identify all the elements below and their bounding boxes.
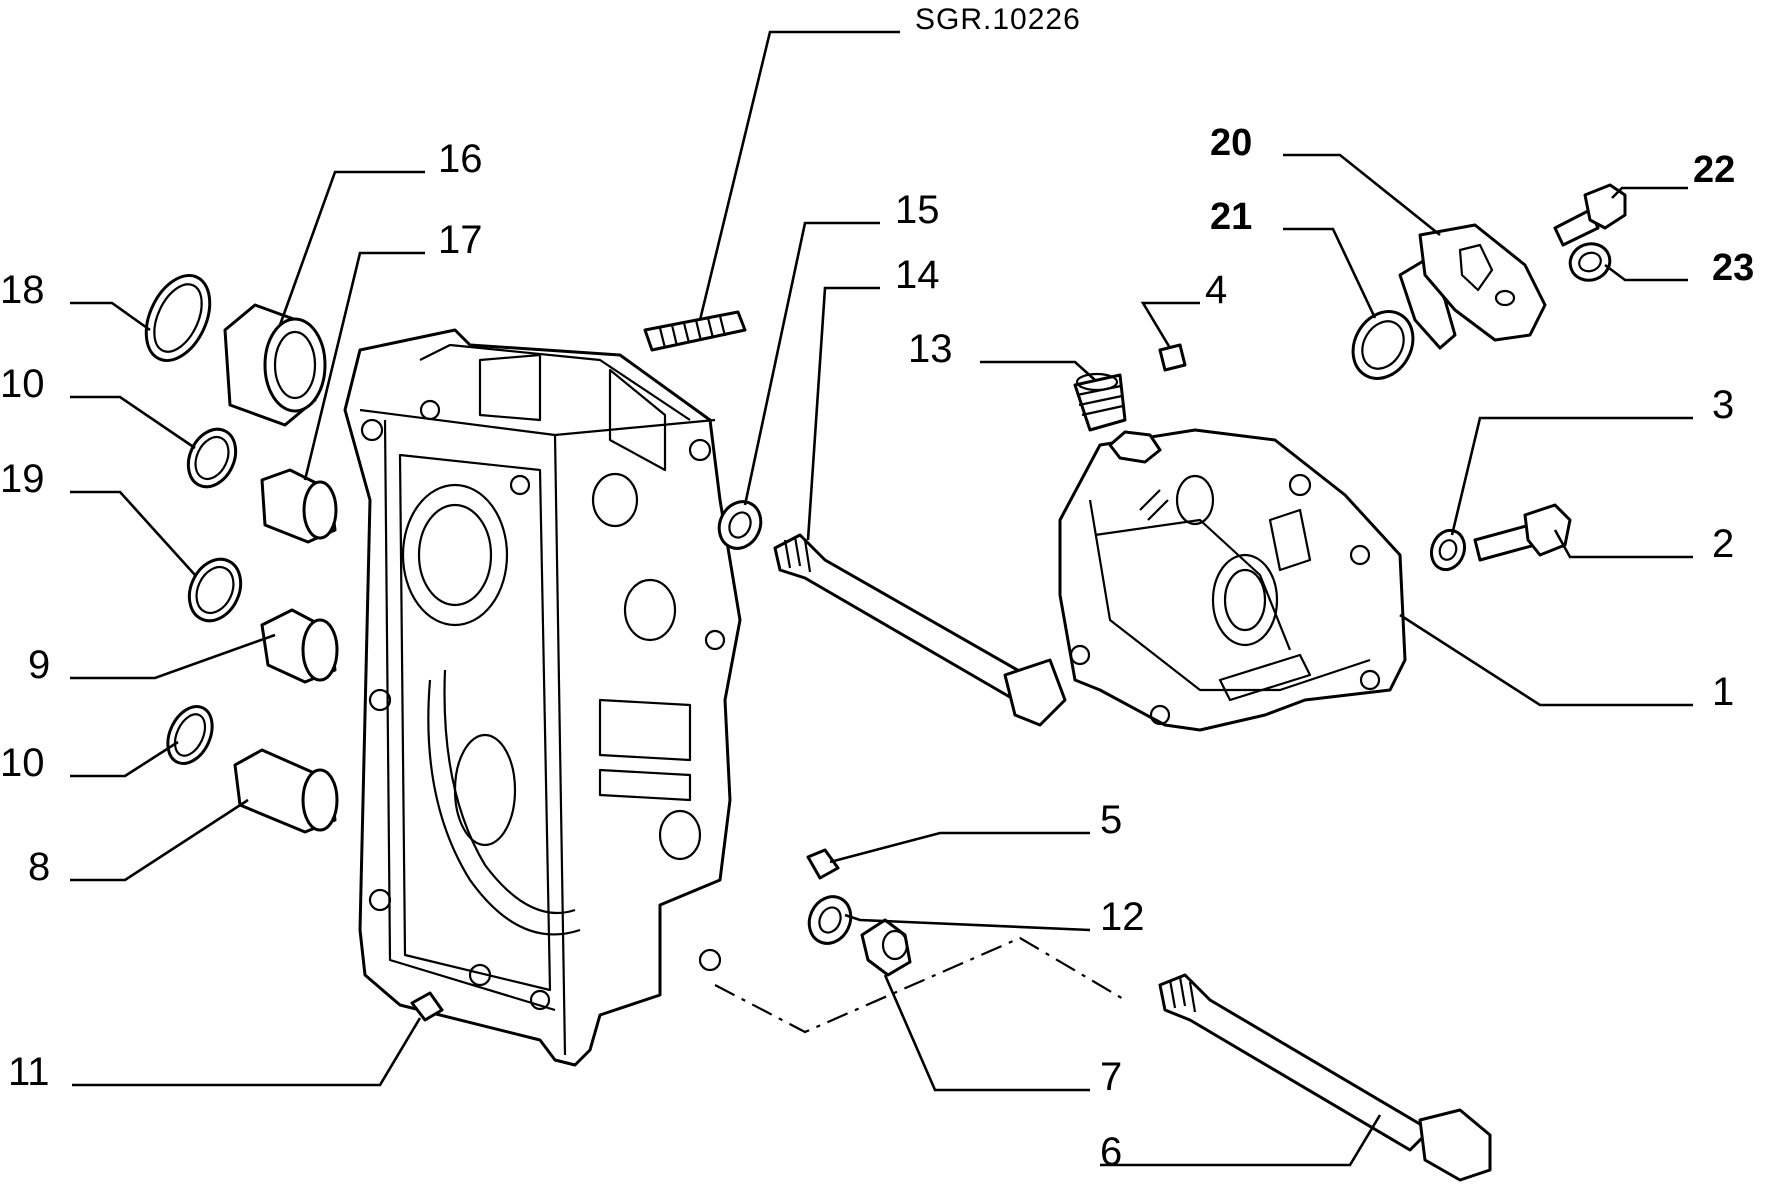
callout-8: 8 [28, 845, 50, 889]
o-ring-21 [1351, 310, 1415, 380]
washer-15 [717, 500, 763, 550]
callout-15: 15 [895, 188, 940, 232]
cover-1 [1058, 428, 1407, 732]
callout-22: 22 [1693, 149, 1735, 191]
callout-9: 9 [28, 643, 50, 687]
sleeve-8 [233, 748, 339, 834]
stud-sgr [643, 310, 747, 352]
bushing-16 [223, 303, 327, 427]
sensor-20 [1398, 223, 1547, 350]
o-ring-10-lower [166, 705, 214, 765]
callout-10-lower: 10 [0, 741, 45, 785]
callout-5: 5 [1100, 798, 1122, 842]
pin-5 [806, 848, 840, 880]
callout-13: 13 [908, 327, 953, 371]
bolt-2 [1473, 503, 1572, 562]
callout-2: 2 [1712, 522, 1734, 566]
dowel-pin-11 [410, 991, 444, 1022]
callout-12: 12 [1100, 895, 1145, 939]
callout-19: 19 [0, 457, 45, 501]
callout-7: 7 [1100, 1055, 1122, 1099]
callout-3: 3 [1712, 383, 1734, 427]
washer-12 [807, 895, 853, 945]
sleeve-17 [260, 468, 338, 544]
callout-4: 4 [1205, 268, 1227, 312]
sleeve-9 [260, 608, 339, 684]
gearbox-housing [343, 328, 742, 1067]
threaded-plug-13 [1073, 372, 1127, 432]
alignment-axis [714, 936, 1126, 1034]
o-ring-10-upper [186, 427, 238, 489]
nut-3 [1429, 528, 1467, 572]
callout-11: 11 [8, 1050, 50, 1094]
o-ring-19 [187, 557, 243, 623]
drawing-reference: SGR.10226 [915, 3, 1081, 36]
long-bolt-6 [1158, 973, 1492, 1182]
callout-17: 17 [438, 218, 483, 262]
callout-18: 18 [0, 268, 45, 312]
callout-10-upper: 10 [0, 362, 45, 406]
callout-1: 1 [1712, 670, 1734, 714]
callout-6: 6 [1100, 1130, 1122, 1174]
callout-23: 23 [1712, 247, 1754, 289]
long-bolt-14 [773, 533, 1067, 727]
callout-14: 14 [895, 253, 940, 297]
callout-16: 16 [438, 137, 483, 181]
callout-21: 21 [1210, 196, 1252, 238]
callout-20: 20 [1210, 122, 1252, 164]
plug-7 [860, 918, 912, 977]
washer-23 [1568, 242, 1612, 282]
small-plug-4 [1158, 343, 1187, 372]
gasket-ring-18 [144, 274, 212, 362]
leader-lines [70, 30, 1693, 1167]
